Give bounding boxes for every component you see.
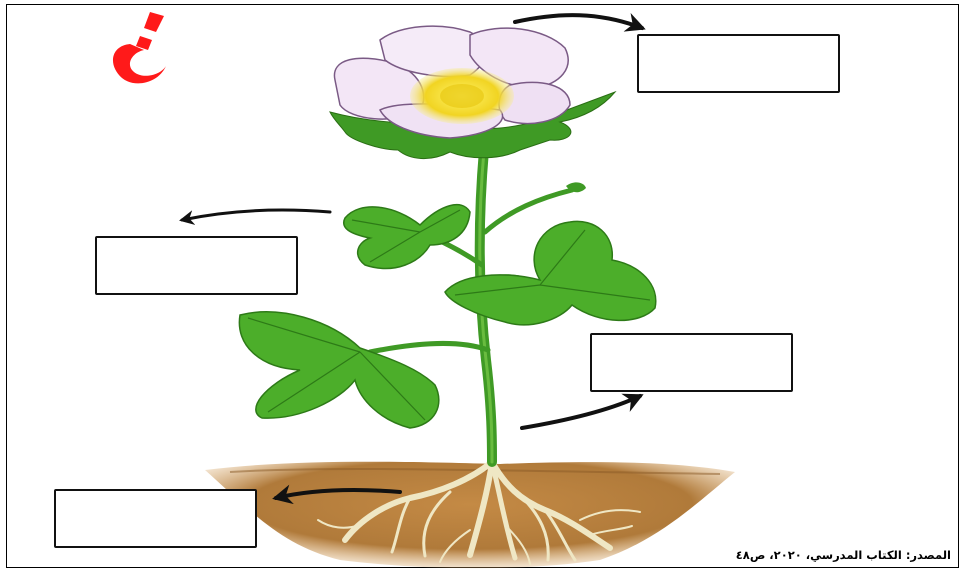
leaf-label-box[interactable] <box>95 236 298 295</box>
root-label-box[interactable] <box>54 489 257 548</box>
stem-label-box[interactable] <box>590 333 793 392</box>
arrow-to-leaf-box <box>182 210 330 220</box>
leaf-upper-left <box>344 205 470 269</box>
flower-label-box[interactable] <box>637 34 840 93</box>
arrow-to-flower-box <box>515 15 642 28</box>
leaf-lower-left <box>239 312 438 428</box>
arrow-to-stem-box <box>522 396 640 428</box>
source-citation: المصدر: الكتاب المدرسي، ٢٠٢٠، ص٤٨ <box>736 548 951 562</box>
